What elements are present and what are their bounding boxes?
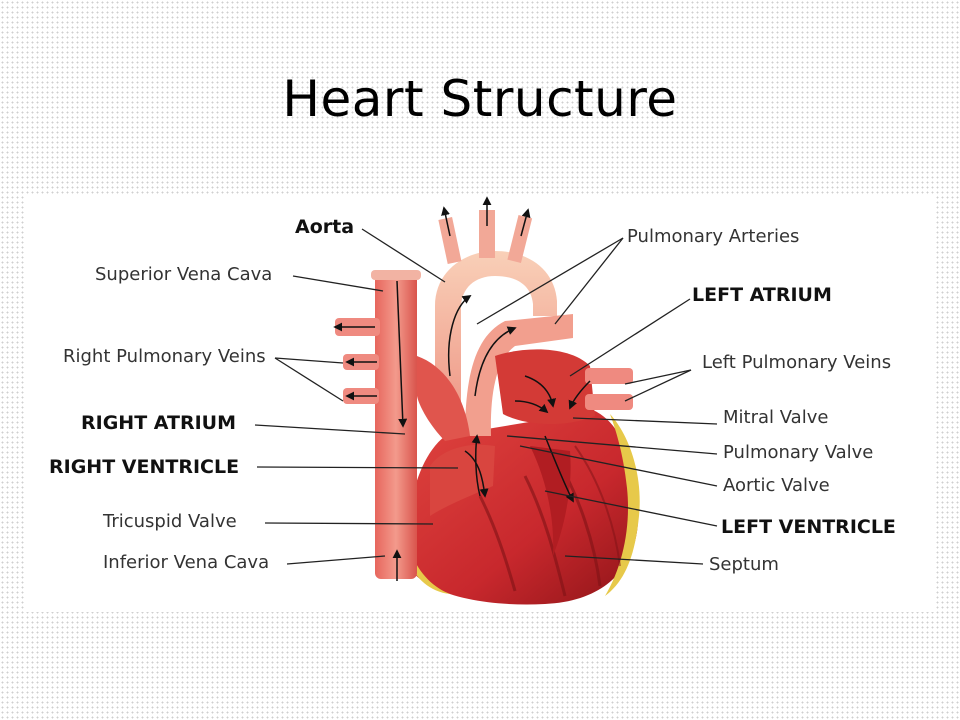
label-right-atrium: RIGHT ATRIUM [81, 412, 236, 434]
pulmonary-trunk [465, 314, 573, 436]
label-aortic-valve: Aortic Valve [723, 475, 830, 496]
vena-cava [371, 270, 421, 579]
label-superior-vena-cava: Superior Vena Cava [95, 264, 273, 285]
label-pulmonary-valve: Pulmonary Valve [723, 442, 874, 463]
blood-flow-arrows [333, 196, 591, 581]
label-pulmonary-arteries: Pulmonary Arteries [627, 226, 800, 247]
leader-lines [254, 228, 718, 565]
diagram-panel: Aorta Superior Vena Cava Right Pulmonary… [25, 196, 935, 612]
right-atrium [417, 356, 470, 441]
label-tricuspid-valve: Tricuspid Valve [103, 511, 237, 532]
label-inferior-vena-cava: Inferior Vena Cava [103, 552, 270, 573]
label-left-atrium: LEFT ATRIUM [692, 284, 832, 306]
right-pulmonary-veins [335, 318, 380, 404]
heart-body [404, 411, 640, 605]
label-left-pulmonary-veins: Left Pulmonary Veins [702, 352, 892, 373]
label-aorta: Aorta [295, 216, 355, 238]
slide-title: Heart Structure [282, 70, 678, 128]
label-right-ventricle: RIGHT VENTRICLE [49, 456, 240, 478]
left-atrium [495, 349, 633, 425]
label-mitral-valve: Mitral Valve [723, 407, 829, 428]
label-right-pulmonary-veins: Right Pulmonary Veins [63, 346, 266, 367]
heart-illustration [254, 196, 718, 605]
label-left-ventricle: LEFT VENTRICLE [721, 516, 896, 538]
label-septum: Septum [709, 554, 779, 575]
